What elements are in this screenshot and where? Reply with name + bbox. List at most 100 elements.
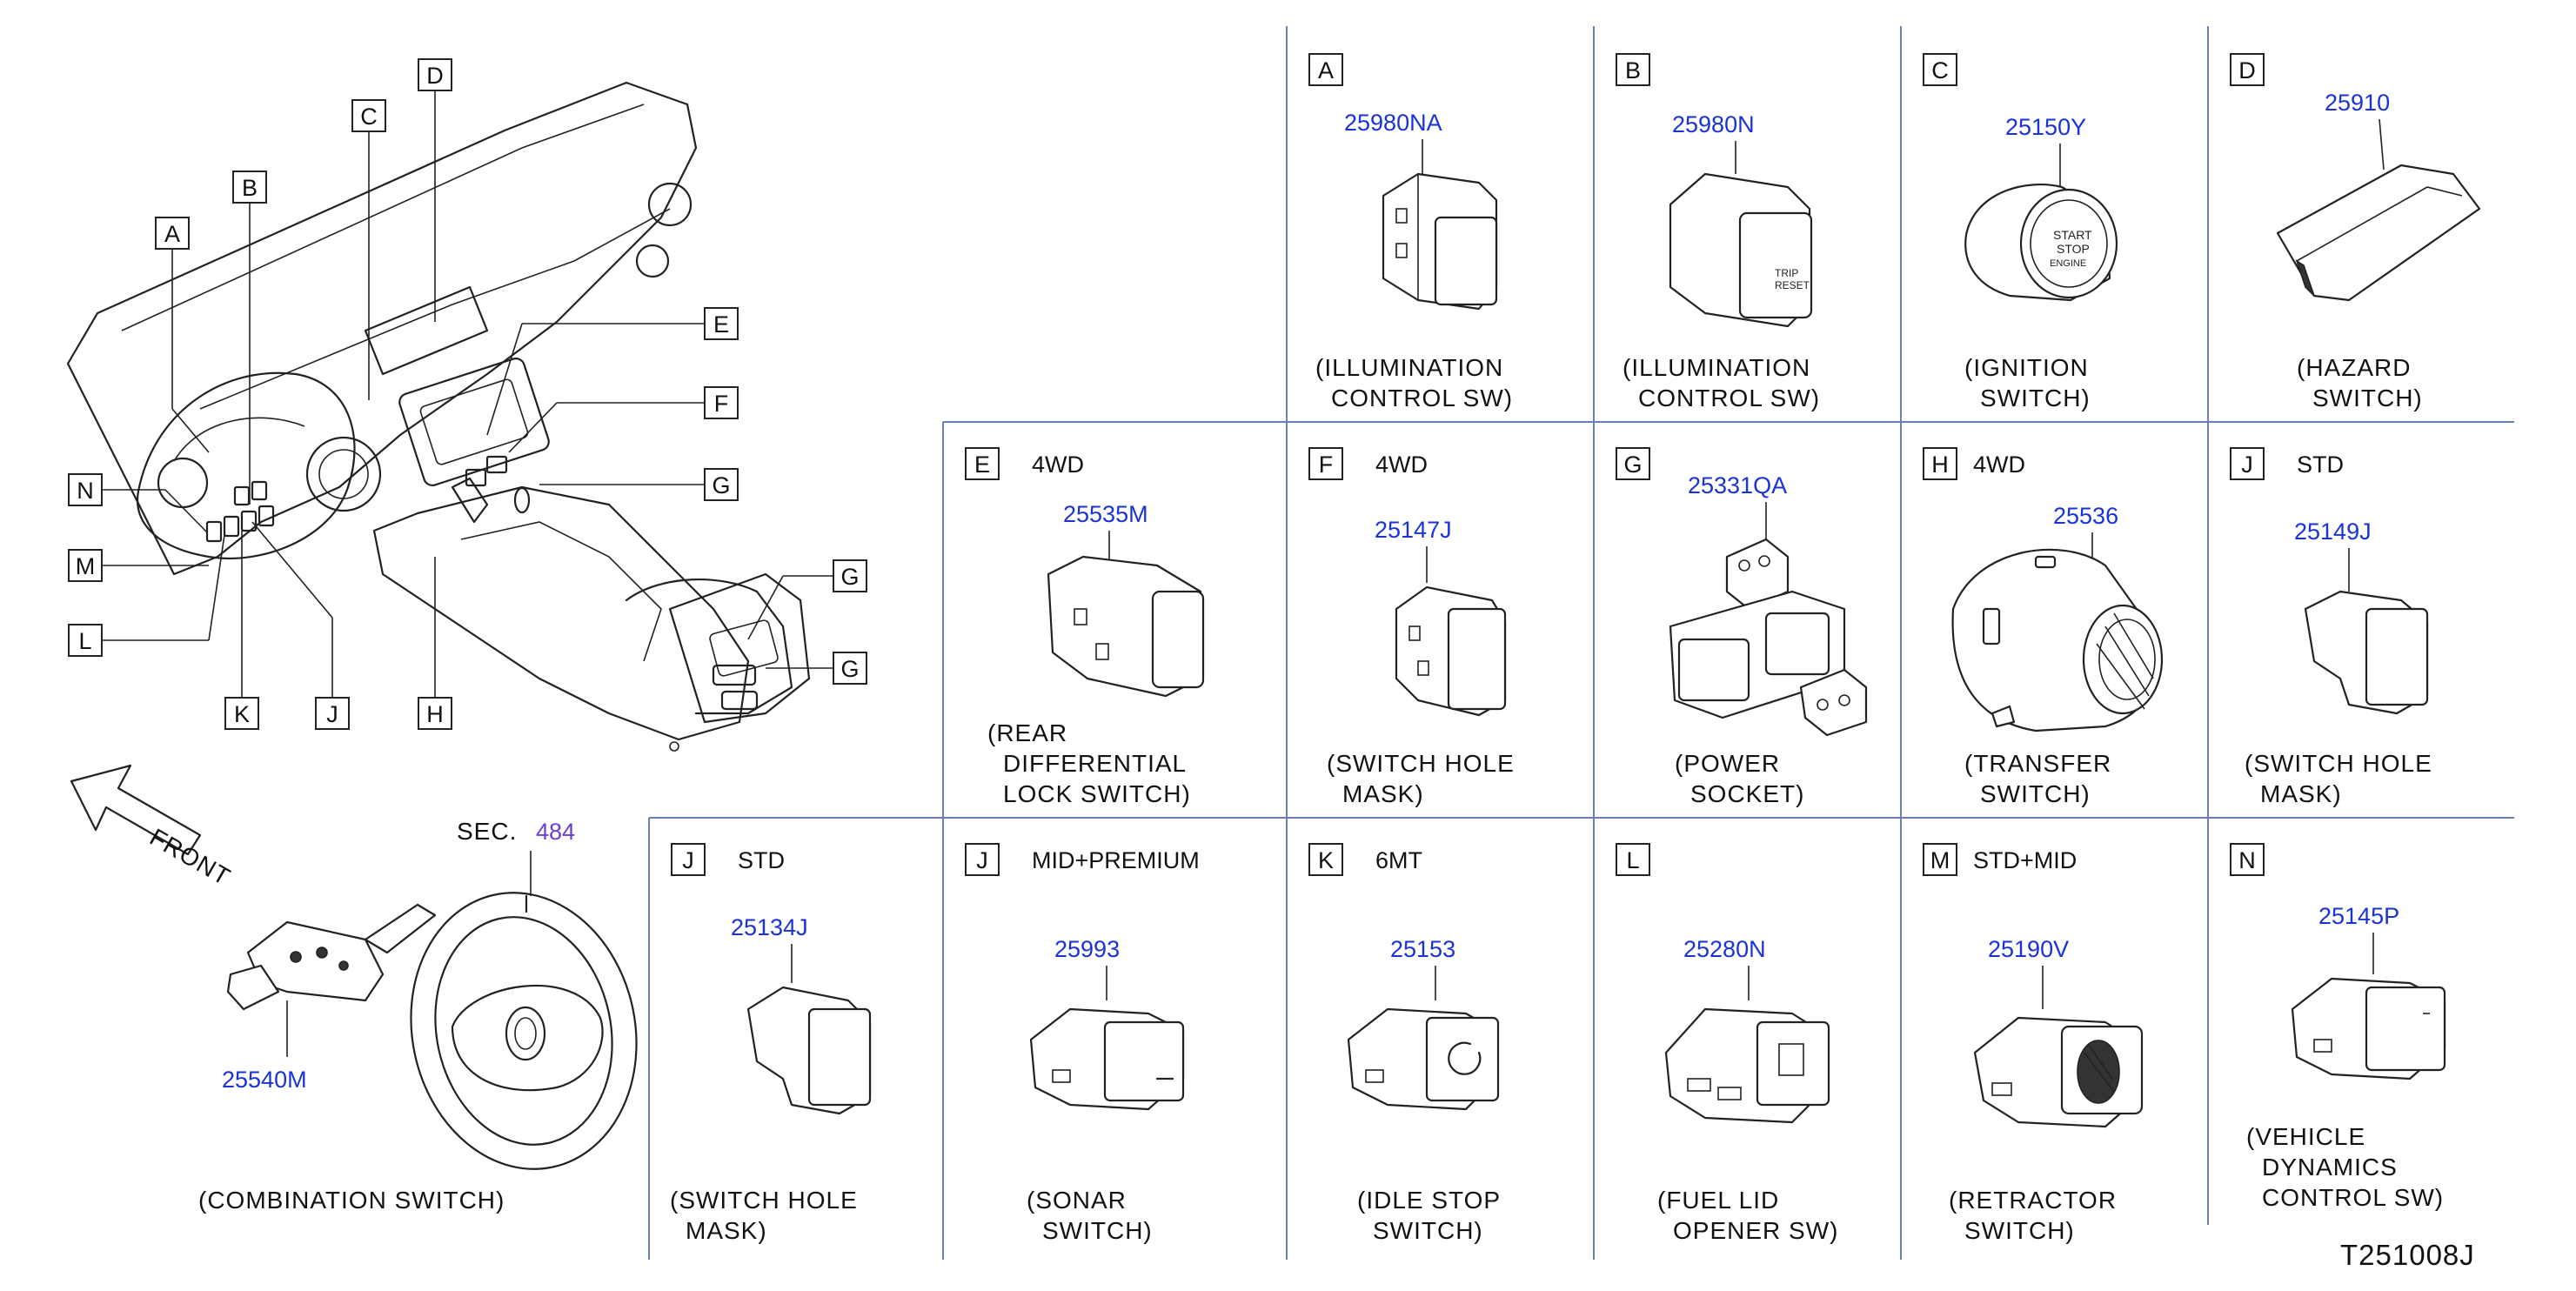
svg-text:(RETRACTOR: (RETRACTOR xyxy=(1949,1187,2117,1214)
sonar-switch-icon xyxy=(1029,1007,1185,1111)
svg-text:MID+PREMIUM: MID+PREMIUM xyxy=(1032,847,1200,873)
cell-l-part-number[interactable]: 25280N xyxy=(1683,936,1766,962)
cell-j-lower-part-number[interactable]: 25134J xyxy=(731,914,808,940)
cell-e: E 4WD 25535M (REAR DIFFERENTIAL LOCK SWI… xyxy=(965,447,1205,807)
vehicle-dynamics-control-switch-icon xyxy=(2291,977,2446,1080)
cell-m: M STD+MID 25190V (RETRACTOR SWITCH) xyxy=(1923,843,2144,1244)
cell-j-sonar: J MID+PREMIUM 25993 (SONAR SWITCH) xyxy=(965,843,1200,1244)
cell-g-part-number[interactable]: 25331QA xyxy=(1688,472,1787,498)
combination-switch xyxy=(226,903,437,1057)
svg-text:STD: STD xyxy=(2297,452,2344,478)
svg-text:B: B xyxy=(242,175,258,201)
svg-text:STOP: STOP xyxy=(2057,242,2090,256)
fuel-lid-opener-switch-icon xyxy=(1664,1007,1830,1124)
svg-text:(SWITCH HOLE: (SWITCH HOLE xyxy=(2245,750,2432,777)
callout-g-console-upper: G xyxy=(833,559,867,592)
svg-text:B: B xyxy=(1625,57,1641,84)
transfer-switch-knob-icon xyxy=(1951,548,2164,732)
cell-c: C 25150Y START STOP ENGINE (IGNITION SWI… xyxy=(1923,53,2118,411)
svg-text:MASK): MASK) xyxy=(686,1217,767,1244)
svg-text:MASK): MASK) xyxy=(1342,780,1424,807)
svg-text:J: J xyxy=(2241,452,2253,478)
start-stop-button-icon: START STOP ENGINE xyxy=(1964,184,2118,302)
cell-a-part-number[interactable]: 25980NA xyxy=(1344,110,1442,136)
cell-g: G 25331QA (POWER SOCKET) xyxy=(1616,447,1868,807)
section-number[interactable]: 484 xyxy=(536,819,575,845)
combination-switch-caption: (COMBINATION SWITCH) xyxy=(198,1187,505,1214)
cell-b: B 25980N TRIP RESET (ILLUMINATION CONTRO… xyxy=(1616,53,1819,411)
svg-text:RESET: RESET xyxy=(1775,279,1810,291)
cell-f-part-number[interactable]: 25147J xyxy=(1375,517,1452,543)
svg-text:(ILLUMINATION: (ILLUMINATION xyxy=(1315,354,1503,381)
svg-text:SWITCH): SWITCH) xyxy=(1964,1217,2075,1244)
svg-text:D: D xyxy=(2238,57,2256,84)
cell-m-part-number[interactable]: 25190V xyxy=(1988,936,2069,962)
svg-text:H: H xyxy=(1931,452,1949,478)
svg-text:(SONAR: (SONAR xyxy=(1027,1187,1127,1214)
cell-d: D 25910 (HAZARD SWITCH) xyxy=(2230,53,2481,411)
illumination-control-switch-icon xyxy=(1382,172,1498,311)
svg-text:(ILLUMINATION: (ILLUMINATION xyxy=(1623,354,1810,381)
svg-text:SWITCH): SWITCH) xyxy=(1980,385,2091,411)
svg-text:C: C xyxy=(1931,57,1949,84)
svg-text:SWITCH): SWITCH) xyxy=(1980,780,2091,807)
cell-e-part-number[interactable]: 25535M xyxy=(1063,501,1148,527)
svg-text:A: A xyxy=(164,221,180,247)
callout-j: J xyxy=(315,697,350,730)
cell-j-sonar-part-number[interactable]: 25993 xyxy=(1054,936,1120,962)
svg-text:SOCKET): SOCKET) xyxy=(1690,780,1804,807)
cell-d-part-number[interactable]: 25910 xyxy=(2325,90,2390,116)
svg-text:F: F xyxy=(1319,452,1334,478)
cell-n-part-number[interactable]: 25145P xyxy=(2318,903,2399,929)
grid-lines xyxy=(648,26,2514,1260)
svg-text:START: START xyxy=(2053,228,2092,242)
svg-text:STD: STD xyxy=(738,847,785,873)
callout-b: B xyxy=(232,171,267,204)
svg-text:ENGINE: ENGINE xyxy=(2050,258,2086,269)
svg-text:DYNAMICS: DYNAMICS xyxy=(2262,1154,2398,1181)
svg-text:K: K xyxy=(1318,847,1334,873)
svg-text:G: G xyxy=(712,472,730,498)
svg-text:(FUEL LID: (FUEL LID xyxy=(1657,1187,1779,1214)
cell-j-std-mask-lower: J STD 25134J (SWITCH HOLE MASK) xyxy=(670,843,872,1244)
svg-text:(VEHICLE: (VEHICLE xyxy=(2246,1123,2365,1150)
cell-j-std-mask: J STD 25149J (SWITCH HOLE MASK) xyxy=(2230,447,2432,807)
svg-text:4WD: 4WD xyxy=(1032,452,1084,478)
callout-k: K xyxy=(224,697,259,730)
svg-text:STD+MID: STD+MID xyxy=(1973,847,2077,873)
retractor-switch-icon xyxy=(1973,1016,2144,1128)
svg-text:SWITCH): SWITCH) xyxy=(2312,385,2423,411)
svg-text:(SWITCH HOLE: (SWITCH HOLE xyxy=(670,1187,858,1214)
callout-leaders xyxy=(102,89,833,698)
svg-text:J: J xyxy=(976,847,988,873)
svg-text:(TRANSFER: (TRANSFER xyxy=(1964,750,2111,777)
svg-text:H: H xyxy=(426,701,444,727)
svg-text:L: L xyxy=(78,628,91,654)
cell-b-part-number[interactable]: 25980N xyxy=(1672,111,1755,137)
cell-h-part-number[interactable]: 25536 xyxy=(2053,503,2118,529)
svg-text:(POWER: (POWER xyxy=(1675,750,1780,777)
diagram-code: T251008J xyxy=(2340,1239,2475,1271)
combination-switch-part-number[interactable]: 25540M xyxy=(222,1067,307,1093)
svg-text:4WD: 4WD xyxy=(1375,452,1428,478)
callout-f: F xyxy=(704,386,739,419)
svg-text:G: G xyxy=(1623,452,1642,478)
switch-hole-mask-icon xyxy=(2304,590,2429,715)
power-socket-icon xyxy=(1669,538,1868,737)
cell-k: K 6MT 25153 (IDLE STOP SWITCH) xyxy=(1308,843,1500,1244)
dashboard-illustration xyxy=(66,81,811,752)
cell-l: L 25280N (FUEL LID OPENER SW) xyxy=(1616,843,1837,1244)
svg-text:J: J xyxy=(326,701,338,727)
hazard-switch-icon xyxy=(2276,164,2481,302)
callout-g: G xyxy=(704,468,739,501)
cell-c-part-number[interactable]: 25150Y xyxy=(2005,114,2086,140)
svg-text:6MT: 6MT xyxy=(1375,847,1422,873)
cell-k-part-number[interactable]: 25153 xyxy=(1390,936,1455,962)
svg-text:DIFFERENTIAL: DIFFERENTIAL xyxy=(1003,750,1187,777)
front-arrow-icon xyxy=(70,764,202,856)
switch-hole-mask-icon xyxy=(746,986,872,1115)
callout-m: M xyxy=(68,549,103,582)
cell-h: H 4WD 25536 (TRANSFER SWITCH) xyxy=(1923,447,2164,807)
callout-h: H xyxy=(418,697,452,730)
cell-j-std-part-number[interactable]: 25149J xyxy=(2294,518,2372,545)
